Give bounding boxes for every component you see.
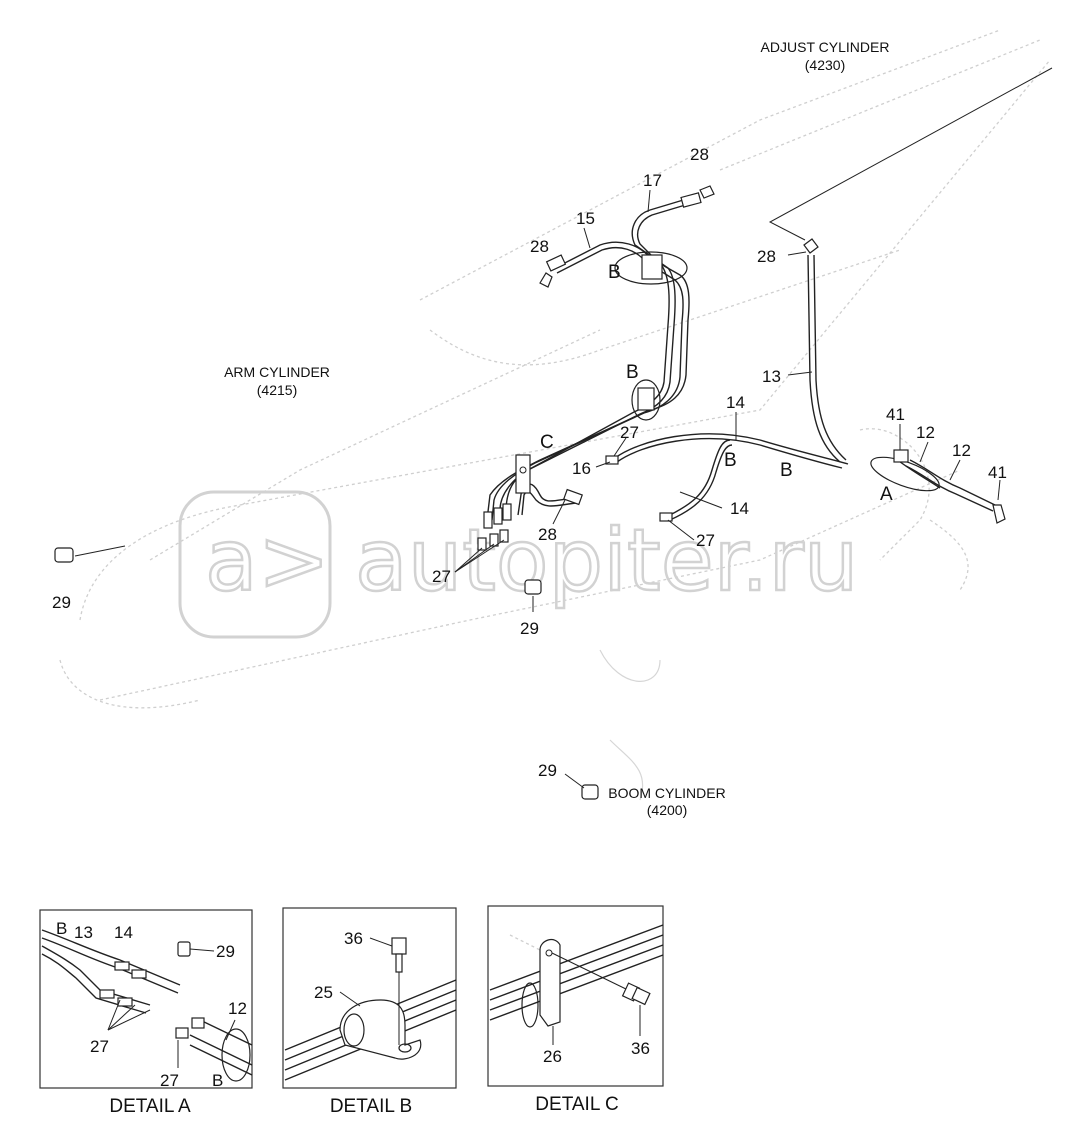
- watermark: a> autopiter.ru: [178, 490, 860, 639]
- view-marks: B B C B B A: [540, 262, 893, 505]
- callout-17: 17: [643, 171, 662, 190]
- callout-29: 29: [216, 942, 235, 961]
- watermark-text: autopiter.ru: [355, 511, 858, 611]
- plug-29-c: [581, 784, 599, 800]
- callout-25: 25: [314, 983, 333, 1002]
- detail-c-panel: 26 36 DETAIL C: [487, 905, 664, 1115]
- elbow-28-b: [699, 185, 715, 199]
- clamp-detail-a: [870, 456, 940, 492]
- pipe-bundle: [486, 197, 996, 521]
- callout-29: 29: [538, 761, 557, 780]
- fitting-27-c: [477, 537, 487, 551]
- callout-28: 28: [538, 525, 557, 544]
- callout-41: 41: [886, 405, 905, 424]
- detail-a-panel: B 13 14 29 12 27 27 B DETAIL A: [39, 909, 253, 1117]
- elbow-41-b: [992, 504, 1006, 524]
- detail-a-frame: [39, 909, 253, 1089]
- detail-a-title: DETAIL A: [109, 1096, 191, 1117]
- callout-14: 14: [730, 499, 749, 518]
- boom-cylinder-code: (4200): [647, 802, 687, 818]
- callout-36: 36: [631, 1039, 650, 1058]
- view-mark-a: A: [880, 484, 893, 505]
- fitting-28-b: [680, 192, 702, 208]
- cylinder-captions: ADJUST CYLINDER (4230) ARM CYLINDER (421…: [224, 39, 889, 818]
- callout-27: 27: [432, 567, 451, 586]
- leader-lines: [74, 189, 1001, 789]
- boom-cylinder-name: BOOM CYLINDER: [608, 785, 725, 801]
- view-mark-c: C: [540, 432, 554, 453]
- plug-29-b: [524, 579, 542, 595]
- adjust-cylinder-name: ADJUST CYLINDER: [761, 39, 890, 55]
- fitting-28-d: [563, 488, 583, 506]
- view-mark-b: B: [724, 450, 737, 471]
- callout-12: 12: [916, 423, 935, 442]
- callout-28: 28: [530, 237, 549, 256]
- arm-cylinder-name: ARM CYLINDER: [224, 364, 330, 380]
- fitting-28-a: [545, 254, 567, 272]
- view-mark-b: B: [780, 460, 793, 481]
- clamp-detail-c: [515, 454, 531, 494]
- boom-outline: [59, 29, 1051, 801]
- elbow-28-c: [803, 238, 819, 254]
- callout-28: 28: [757, 247, 776, 266]
- callout-b: B: [56, 919, 67, 938]
- callout-41: 41: [988, 463, 1007, 482]
- callout-27: 27: [90, 1037, 109, 1056]
- callout-13: 13: [74, 923, 93, 942]
- callout-15: 15: [576, 209, 595, 228]
- fitting-bundle-2: [493, 507, 503, 525]
- view-mark-b: B: [608, 262, 621, 283]
- callout-12: 12: [228, 999, 247, 1018]
- callout-29: 29: [520, 619, 539, 638]
- detail-c-title: DETAIL C: [535, 1094, 618, 1115]
- watermark-logo-glyph: a>: [205, 511, 330, 611]
- callout-27: 27: [696, 531, 715, 550]
- callout-b: B: [212, 1071, 223, 1090]
- detail-b-panel: 36 25 DETAIL B: [282, 907, 457, 1117]
- callout-12: 12: [952, 441, 971, 460]
- adjust-cylinder-code: (4230): [805, 57, 845, 73]
- clamp-detail-b-upper: [614, 251, 688, 285]
- callout-28: 28: [690, 145, 709, 164]
- fitting-27-e: [499, 529, 509, 543]
- callout-numbers: 28 17 15 28 28 13 14 41 12 12 41 27 16 2…: [52, 145, 1007, 780]
- plug-29-a: [54, 547, 74, 563]
- callout-26: 26: [543, 1047, 562, 1066]
- callout-36: 36: [344, 929, 363, 948]
- view-mark-b: B: [626, 362, 639, 383]
- callout-27: 27: [160, 1071, 179, 1090]
- adjust-cylinder-leader: [768, 67, 1053, 241]
- callout-14: 14: [114, 923, 133, 942]
- fitting-41-a: [893, 449, 909, 463]
- callout-27: 27: [620, 423, 639, 442]
- detail-b-title: DETAIL B: [330, 1096, 412, 1117]
- fitting-27-a: [605, 455, 619, 465]
- fitting-bundle-1: [483, 511, 493, 529]
- elbow-28-a: [539, 272, 553, 288]
- fitting-bundle-3: [502, 503, 512, 521]
- arm-cylinder-code: (4215): [257, 382, 297, 398]
- clamp-detail-b-lower: [631, 379, 661, 421]
- callout-29: 29: [52, 593, 71, 612]
- callout-14: 14: [726, 393, 745, 412]
- fitting-27-b: [659, 512, 673, 522]
- detail-b-frame: [282, 907, 457, 1089]
- callout-16: 16: [572, 459, 591, 478]
- callout-13: 13: [762, 367, 781, 386]
